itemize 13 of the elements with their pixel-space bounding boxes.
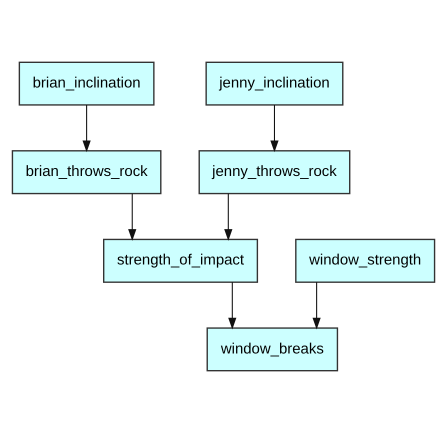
arrow bbox=[128, 194, 136, 241]
arrow bbox=[82, 105, 91, 152]
node-box: window_breaks bbox=[206, 327, 338, 372]
node-box: brian_throws_rock bbox=[12, 150, 162, 194]
arrow bbox=[224, 194, 232, 241]
node-box: jenny_throws_rock bbox=[198, 150, 350, 194]
node-box: strength_of_impact bbox=[103, 238, 258, 283]
arrow bbox=[270, 105, 279, 152]
node-box: jenny_inclination bbox=[205, 62, 344, 106]
arrow bbox=[312, 282, 321, 330]
node-box: brian_inclination bbox=[18, 62, 155, 106]
node-box: window_strength bbox=[295, 238, 436, 283]
arrow bbox=[228, 282, 236, 330]
